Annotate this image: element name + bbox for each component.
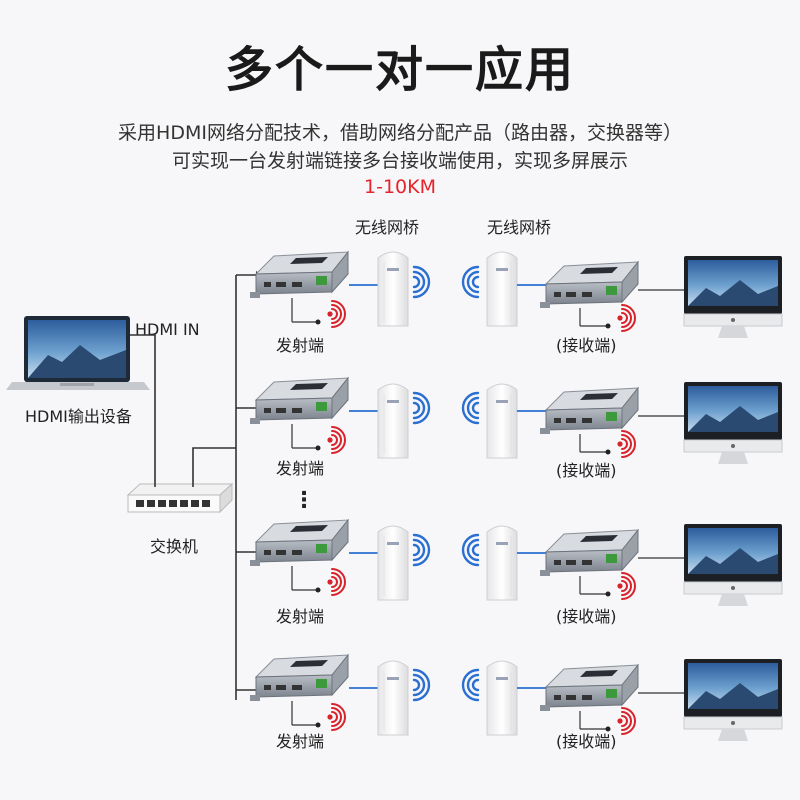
bridge-label-receive: 无线网桥: [487, 218, 552, 237]
wireless-bridge-icon: [377, 525, 409, 601]
monitor-icon: [683, 659, 783, 741]
wifi-signal-icon: [461, 265, 480, 299]
monitor-icon: [683, 524, 783, 606]
audio-signal-icon: [617, 572, 636, 600]
audio-signal-icon: [617, 430, 636, 458]
wireless-bridge-icon: [486, 525, 518, 601]
receiver-device: [540, 386, 640, 434]
receiver-device: [540, 260, 640, 308]
transmitter-device: [250, 518, 350, 566]
transmitter-label: 发射端: [276, 732, 325, 751]
transmitter-label: 发射端: [276, 459, 325, 478]
receiver-device: [540, 663, 640, 711]
wifi-signal-icon: [412, 391, 431, 425]
wireless-bridge-icon: [377, 383, 409, 459]
transmitter-label: 发射端: [276, 607, 325, 626]
monitor-icon: [683, 382, 783, 464]
transmitter-label: 发射端: [276, 336, 325, 355]
wireless-bridge-icon: [377, 251, 409, 327]
audio-signal-icon: [327, 568, 346, 596]
monitor-icon: [683, 256, 783, 338]
transmitter-device: [250, 376, 350, 424]
distance-label: 1-10KM: [364, 176, 436, 198]
wireless-bridge-icon: [486, 383, 518, 459]
wifi-signal-icon: [412, 533, 431, 567]
audio-signal-icon: [327, 300, 346, 328]
laptop-icon: [6, 316, 150, 390]
audio-signal-icon: [617, 304, 636, 332]
wifi-signal-icon: [461, 668, 480, 702]
wireless-bridge-icon: [377, 660, 409, 736]
transmitter-device: [250, 653, 350, 701]
description-line-1: 采用HDMI网络分配技术，借助网络分配产品（路由器，交换器等）: [118, 122, 682, 144]
wifi-signal-icon: [412, 668, 431, 702]
page-title: 多个一对一应用: [224, 42, 575, 98]
wifi-signal-icon: [461, 533, 480, 567]
description-line-2: 可实现一台发射端链接多台接收端使用，实现多屏展示: [171, 150, 628, 172]
wireless-bridge-icon: [486, 251, 518, 327]
receiver-label: (接收端): [556, 461, 617, 480]
audio-signal-icon: [327, 426, 346, 454]
audio-signal-icon: [617, 707, 636, 735]
receiver-label: (接收端): [556, 732, 617, 751]
switch-icon: [126, 482, 234, 514]
wireless-bridge-icon: [486, 660, 518, 736]
receiver-label: (接收端): [556, 336, 617, 355]
arrow-icons: [256, 271, 262, 694]
wifi-signal-icon: [412, 265, 431, 299]
audio-signal-icon: [327, 703, 346, 731]
bridge-label-transmit: 无线网桥: [355, 218, 420, 237]
receiver-label: (接收端): [556, 607, 617, 626]
source-device-label: HDMI输出设备: [25, 407, 132, 426]
cable-lines: [130, 274, 256, 700]
switch-label: 交换机: [150, 537, 199, 556]
receiver-device: [540, 528, 640, 576]
ellipsis-icon: ⋮: [293, 488, 315, 513]
transmitter-device: [250, 250, 350, 298]
wifi-signal-icon: [461, 391, 480, 425]
